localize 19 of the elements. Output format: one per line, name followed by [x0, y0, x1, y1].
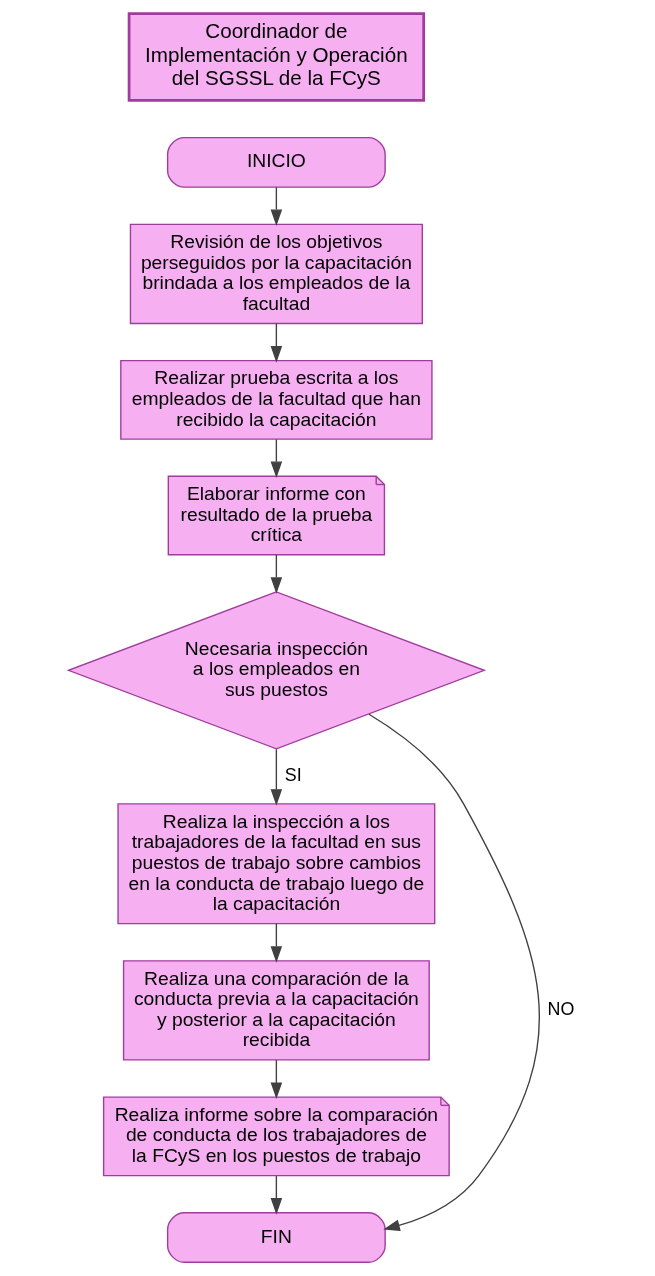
node-box: Revisión de los objetivos perseguidos por la capacitación brindada a los empleados de la facultad — [129, 223, 423, 325]
node-box: INICIO — [166, 136, 386, 188]
arrow — [270, 322, 282, 363]
arrow — [270, 922, 282, 963]
arrow — [270, 554, 282, 594]
arrow — [270, 1059, 282, 1100]
node-box: Coordinador de Implementación y Operación del SGSSL de la FCyS — [127, 12, 425, 102]
node-diamond: Necesaria inspección a los empleados en sus puestos — [66, 591, 486, 750]
edge-label: SI — [284, 765, 302, 786]
node-box: Realiza una comparación de la conducta previa a la capacitación y posterior a la capacitación recibida — [122, 960, 430, 1061]
arrow — [367, 713, 540, 1231]
node-box: FIN — [166, 1212, 386, 1263]
arrow — [270, 1175, 282, 1215]
arrow — [270, 438, 282, 479]
edge-label: NO — [547, 999, 574, 1020]
arrow — [270, 748, 282, 806]
node-box: Realizar prueba escrita a los empleados de la facultad que han recibido la capacitación — [119, 359, 433, 440]
node-box: Realiza la inspección a los trabajadores de la facultad en sus puestos de trabajo sobre cambios en la conducta de trabajo luego de la capacitación — [116, 803, 435, 925]
arrow — [270, 186, 282, 227]
